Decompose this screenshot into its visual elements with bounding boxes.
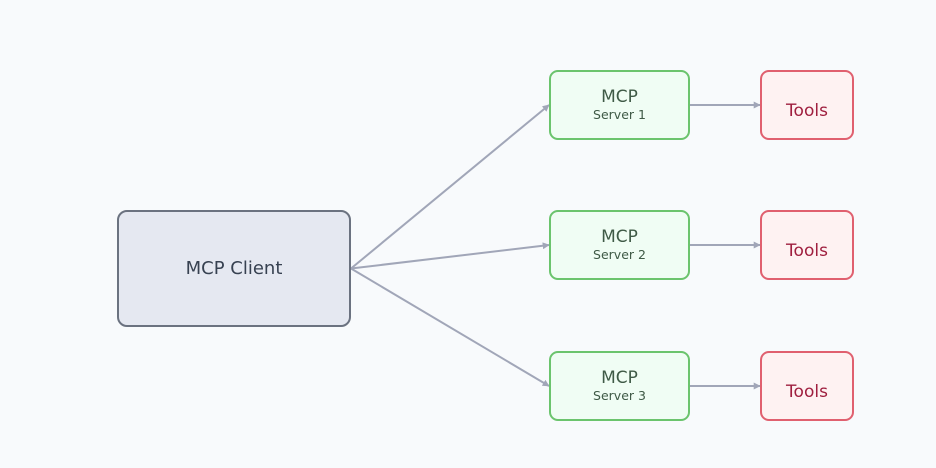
mcp-client-label: MCP Client xyxy=(185,258,283,279)
server-1-subtitle: Server 1 xyxy=(593,107,646,122)
server-2-subtitle: Server 2 xyxy=(593,247,646,262)
tools-2-node: Tools xyxy=(760,210,854,280)
client-to-server-1-arrow xyxy=(350,104,550,270)
server-2-title: MCP xyxy=(601,227,638,247)
tools-3-label: Tools xyxy=(786,382,828,402)
mcp-server-2-node: MCP Server 2 xyxy=(549,210,690,280)
tools-2-label: Tools xyxy=(786,241,828,261)
tools-1-node: Tools xyxy=(760,70,854,140)
tools-3-node: Tools xyxy=(760,351,854,421)
client-to-server-3-arrow xyxy=(350,267,550,387)
tools-1-label: Tools xyxy=(786,101,828,121)
mcp-server-3-node: MCP Server 3 xyxy=(549,351,690,421)
client-to-server-2-arrow xyxy=(350,242,550,270)
mcp-client-node: MCP Client xyxy=(117,210,351,327)
server-1-title: MCP xyxy=(601,87,638,107)
mcp-server-1-node: MCP Server 1 xyxy=(549,70,690,140)
server-3-subtitle: Server 3 xyxy=(593,388,646,403)
server-3-title: MCP xyxy=(601,368,638,388)
